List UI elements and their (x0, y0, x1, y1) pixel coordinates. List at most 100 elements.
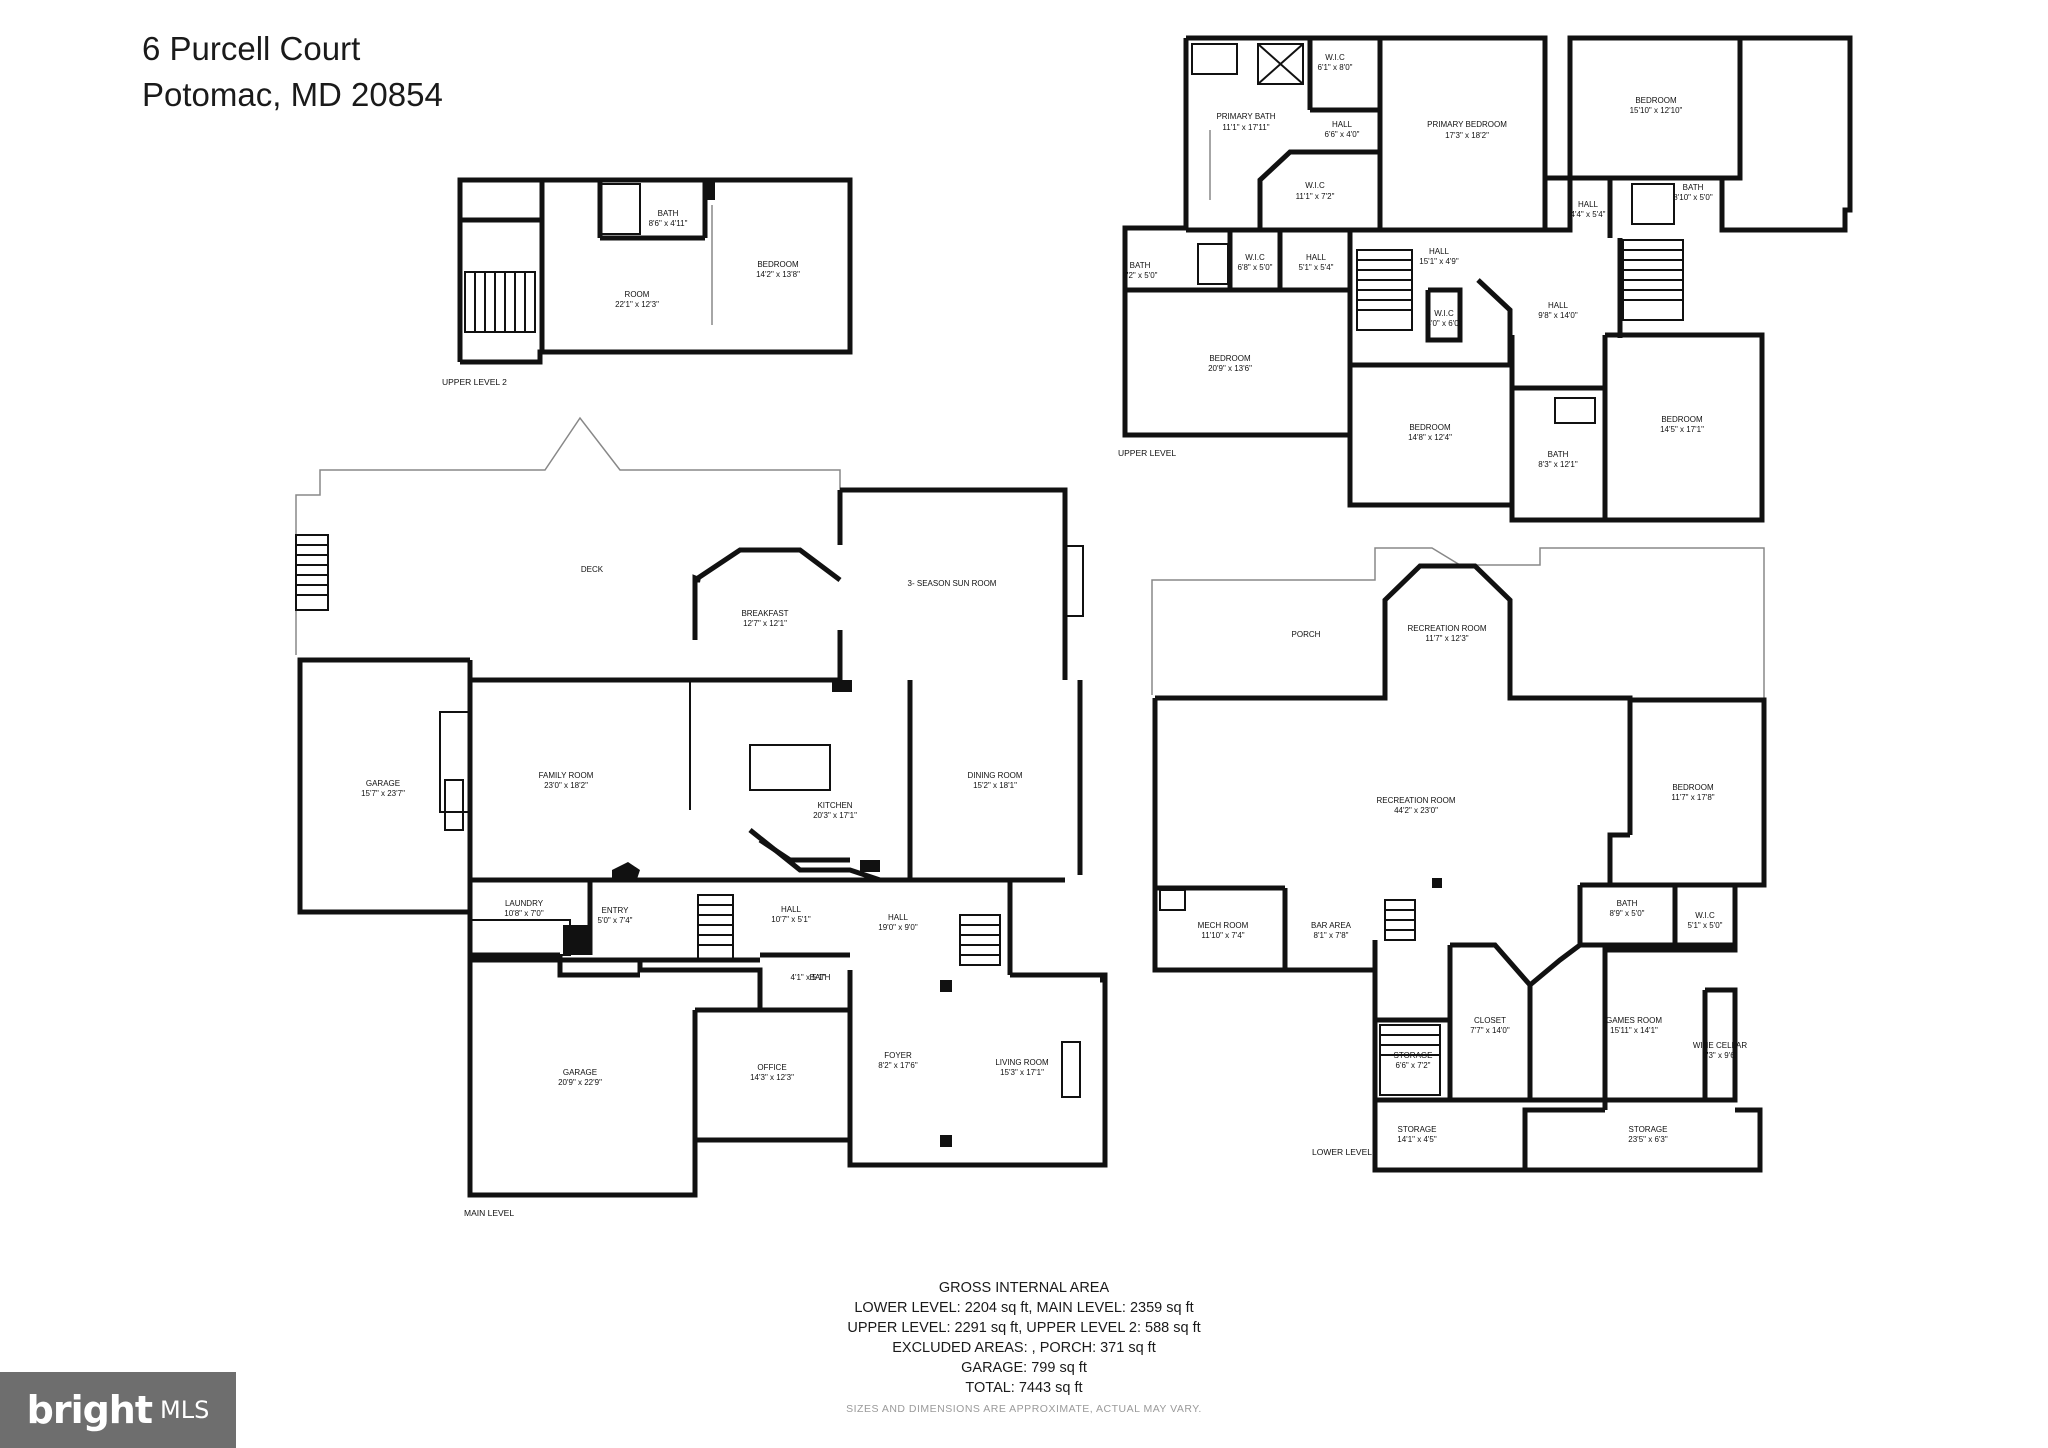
lower-level-plan (1151, 547, 1767, 1173)
room-label: WINE CELLAR (1693, 1041, 1747, 1050)
area-line: LOWER LEVEL: 2204 sq ft, MAIN LEVEL: 235… (854, 1300, 1194, 1316)
room-label: BEDROOM (1635, 96, 1677, 105)
room-label: RECREATION ROOM (1408, 624, 1487, 633)
room-label: ROOM (625, 290, 650, 299)
room-dimension: 6'6" x 4'0" (1325, 130, 1360, 139)
room-dimension: 14'8" x 12'4" (1408, 433, 1452, 442)
room-dimension: 44'2" x 23'0" (1394, 806, 1438, 815)
room-label: HALL (1306, 253, 1327, 262)
room-dimension: 14'1" x 4'5" (1397, 1135, 1437, 1144)
room-label: HALL (1332, 120, 1353, 129)
area-title: GROSS INTERNAL AREA (938, 1280, 1110, 1296)
room-dimension: 6'8" x 5'0" (1238, 263, 1273, 272)
room-label: LIVING ROOM (995, 1058, 1049, 1067)
room-label: STORAGE (1629, 1125, 1668, 1134)
room-dimension: 15'7" x 23'7" (361, 789, 405, 798)
room-dimension: 11'1" x 17'11" (1222, 123, 1269, 132)
room-label: BATH (1683, 183, 1704, 192)
room-dimension: 15'1" x 4'9" (1419, 257, 1459, 266)
room-label: HALL (888, 913, 909, 922)
room-label: LAUNDRY (505, 899, 544, 908)
room-label: W.I.C (1325, 53, 1345, 62)
room-label: STORAGE (1398, 1125, 1437, 1134)
room-label: BEDROOM (1661, 415, 1703, 424)
room-dimension: 20'9" x 22'9" (558, 1078, 602, 1087)
room-label: MECH ROOM (1198, 921, 1249, 930)
room-label: HALL (1578, 200, 1599, 209)
room-label: BATH (810, 973, 831, 982)
room-dimension: 10'8" x 7'0" (504, 909, 544, 918)
area-line: EXCLUDED AREAS: , PORCH: 371 sq ft (892, 1340, 1156, 1356)
room-dimension: 8'6" x 4'11" (649, 219, 688, 228)
room-dimension: 14'3" x 12'3" (750, 1073, 794, 1082)
room-dimension: 8'10" x 5'0" (1673, 193, 1713, 202)
room-dimension: 8'9" x 5'0" (1610, 909, 1645, 918)
room-label: PORCH (1292, 630, 1321, 639)
room-label: W.I.C (1695, 911, 1715, 920)
room-label: BEDROOM (1209, 354, 1251, 363)
level-label-main: MAIN LEVEL (464, 1208, 514, 1218)
room-label: BATH (658, 209, 679, 218)
logo-wordmark: bright (26, 1388, 153, 1432)
room-dimension: 14'5" x 17'1" (1660, 425, 1704, 434)
room-dimension: 6'1" x 8'0" (1318, 63, 1353, 72)
room-label: W.I.C (1305, 181, 1325, 190)
room-label: GAMES ROOM (1606, 1016, 1662, 1025)
room-dimension: 11'1" x 7'2" (1296, 192, 1335, 201)
room-dimension: 14'2" x 13'8" (756, 270, 800, 279)
room-label: ENTRY (602, 906, 630, 915)
room-label: HALL (781, 905, 802, 914)
room-label: W.I.C (1245, 253, 1265, 262)
room-dimension: 11'7" x 12'3" (1425, 634, 1468, 643)
room-label: DECK (581, 565, 604, 574)
room-label: BATH (1130, 261, 1151, 270)
room-label: BEDROOM (1672, 783, 1714, 792)
room-label: GARAGE (366, 779, 400, 788)
room-dimension: 5'1" x 5'4" (1299, 263, 1334, 272)
room-label: DINING ROOM (967, 771, 1022, 780)
room-dimension: 11'7" x 17'8" (1671, 793, 1714, 802)
room-dimension: 11'10" x 7'4" (1201, 931, 1244, 940)
disclaimer-note: SIZES AND DIMENSIONS ARE APPROXIMATE, AC… (846, 1403, 1202, 1415)
room-dimension: 10'7" x 5'1" (771, 915, 811, 924)
room-dimension: 20'3" x 17'1" (813, 811, 857, 820)
room-label: GARAGE (563, 1068, 597, 1077)
room-dimension: 4'1" x 5'1" (791, 973, 826, 982)
room-dimension: 9'8" x 14'0" (1538, 311, 1578, 320)
room-label: KITCHEN (817, 801, 852, 810)
room-label: PRIMARY BATH (1216, 112, 1275, 121)
room-dimension: 5'0" x 7'4" (598, 916, 633, 925)
room-label: CLOSET (1474, 1016, 1506, 1025)
bright-mls-logo: bright MLS (0, 1372, 236, 1448)
room-label: HALL (1548, 301, 1569, 310)
room-dimension: 15'3" x 17'1" (1000, 1068, 1044, 1077)
room-dimension: 6'3" x 9'6" (1703, 1051, 1738, 1060)
room-label: BATH (1617, 899, 1638, 908)
room-label: FOYER (884, 1051, 912, 1060)
gross-internal-area: GROSS INTERNAL AREA LOWER LEVEL: 2204 sq… (0, 1278, 2048, 1398)
upper-level-plan (1122, 35, 1853, 523)
room-label: BEDROOM (1409, 423, 1451, 432)
room-label: BATH (1548, 450, 1569, 459)
room-dimension: 8'1" x 7'8" (1314, 931, 1349, 940)
area-total: TOTAL: 7443 sq ft (965, 1380, 1083, 1396)
address-line-1: 6 Purcell Court (142, 30, 361, 67)
room-dimension: 4'4" x 5'4" (1571, 210, 1606, 219)
upper-level-2-plan (457, 177, 853, 365)
room-dimension: 8'2" x 17'6" (878, 1061, 918, 1070)
room-dimension: 8'3" x 12'1" (1538, 460, 1578, 469)
room-label: OFFICE (757, 1063, 786, 1072)
room-dimension: 7'7" x 14'0" (1470, 1026, 1510, 1035)
room-dimension: 6'6" x 7'2" (1396, 1061, 1431, 1070)
address-line-2: Potomac, MD 20854 (142, 76, 443, 113)
room-dimension: 15'10" x 12'10" (1630, 106, 1683, 115)
room-dimension: 8'2" x 5'0" (1123, 271, 1158, 280)
room-dimension: 15'11" x 14'1" (1610, 1026, 1658, 1035)
room-dimension: 23'0" x 18'2" (544, 781, 588, 790)
room-dimension: 4'0" x 6'0" (1427, 319, 1462, 328)
area-line: UPPER LEVEL: 2291 sq ft, UPPER LEVEL 2: … (847, 1320, 1201, 1336)
room-dimension: 23'5" x 6'3" (1628, 1135, 1668, 1144)
room-label: BREAKFAST (741, 609, 788, 618)
room-dimension: 12'7" x 12'1" (743, 619, 787, 628)
